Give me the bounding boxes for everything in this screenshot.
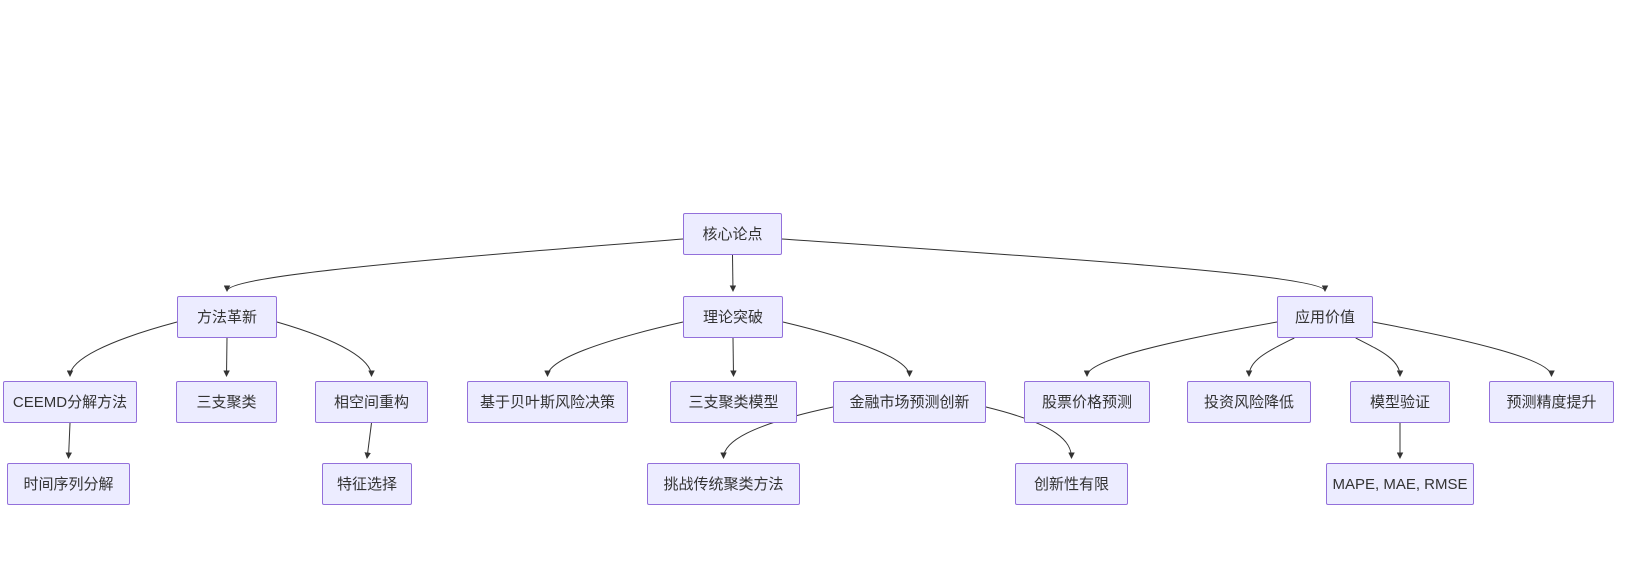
node-label: 方法革新 bbox=[196, 308, 257, 326]
diagram-node-metrics: MAPE, MAE, RMSE bbox=[1326, 463, 1474, 505]
node-label: 基于贝叶斯风险决策 bbox=[479, 393, 615, 411]
diagram-node-application: 应用价值 bbox=[1277, 296, 1373, 338]
diagram-node-limited_novelty: 创新性有限 bbox=[1015, 463, 1128, 505]
diagram-node-three_way_model: 三支聚类模型 bbox=[670, 381, 797, 423]
edge-method-to-phase_space bbox=[276, 321, 375, 377]
edge-theory-to-fin_innovation bbox=[782, 321, 913, 377]
diagram-node-theory: 理论突破 bbox=[683, 296, 783, 338]
node-label: 特征选择 bbox=[336, 475, 397, 493]
diagram-node-ceemd: CEEMD分解方法 bbox=[3, 381, 137, 423]
node-label: 金融市场预测创新 bbox=[849, 393, 970, 411]
diagram-node-model_valid: 模型验证 bbox=[1350, 381, 1450, 423]
node-label: 挑战传统聚类方法 bbox=[663, 475, 784, 493]
edge-fin_innovation-to-challenge bbox=[720, 406, 834, 459]
edge-application-to-risk_reduce bbox=[1245, 337, 1295, 377]
edge-theory-to-three_way_model bbox=[730, 337, 737, 377]
diagram-node-accuracy: 预测精度提升 bbox=[1489, 381, 1614, 423]
node-label: 预测精度提升 bbox=[1506, 393, 1597, 411]
edge-root-to-theory bbox=[729, 254, 737, 292]
diagram-node-three_way: 三支聚类 bbox=[176, 381, 277, 423]
node-label: 应用价值 bbox=[1294, 308, 1355, 326]
edge-theory-to-bayes bbox=[544, 321, 684, 377]
node-label: 创新性有限 bbox=[1033, 475, 1109, 493]
node-label: 股票价格预测 bbox=[1041, 393, 1132, 411]
diagram-node-method: 方法革新 bbox=[177, 296, 277, 338]
edge-phase_space-to-feature_sel bbox=[364, 422, 372, 459]
diagram-node-fin_innovation: 金融市场预测创新 bbox=[833, 381, 986, 423]
diagram-node-risk_reduce: 投资风险降低 bbox=[1187, 381, 1311, 423]
node-label: 相空间重构 bbox=[333, 393, 409, 411]
node-label: 模型验证 bbox=[1369, 393, 1430, 411]
edge-ceemd-to-ts_decomp bbox=[65, 422, 72, 459]
edge-root-to-application bbox=[781, 238, 1329, 292]
node-label: CEEMD分解方法 bbox=[12, 393, 128, 411]
edge-root-to-method bbox=[223, 238, 684, 292]
diagram-node-root: 核心论点 bbox=[683, 213, 782, 255]
diagram-node-phase_space: 相空间重构 bbox=[315, 381, 428, 423]
edge-method-to-ceemd bbox=[66, 321, 178, 377]
node-label: 核心论点 bbox=[702, 225, 763, 243]
diagram-node-feature_sel: 特征选择 bbox=[322, 463, 412, 505]
node-label: 投资风险降低 bbox=[1203, 393, 1294, 411]
node-label: 三支聚类 bbox=[196, 393, 257, 411]
edge-fin_innovation-to-limited_novelty bbox=[985, 406, 1075, 459]
node-label: 理论突破 bbox=[702, 308, 763, 326]
edge-application-to-stock_pred bbox=[1083, 321, 1278, 377]
diagram-node-ts_decomp: 时间序列分解 bbox=[7, 463, 130, 505]
node-label: 时间序列分解 bbox=[23, 475, 114, 493]
edge-method-to-three_way bbox=[223, 337, 230, 377]
node-label: MAPE, MAE, RMSE bbox=[1332, 475, 1468, 493]
edge-application-to-accuracy bbox=[1372, 321, 1555, 377]
node-label: 三支聚类模型 bbox=[688, 393, 779, 411]
edge-application-to-model_valid bbox=[1355, 337, 1404, 377]
diagram-node-bayes: 基于贝叶斯风险决策 bbox=[467, 381, 628, 423]
diagram-node-challenge: 挑战传统聚类方法 bbox=[647, 463, 800, 505]
diagram-node-stock_pred: 股票价格预测 bbox=[1024, 381, 1150, 423]
